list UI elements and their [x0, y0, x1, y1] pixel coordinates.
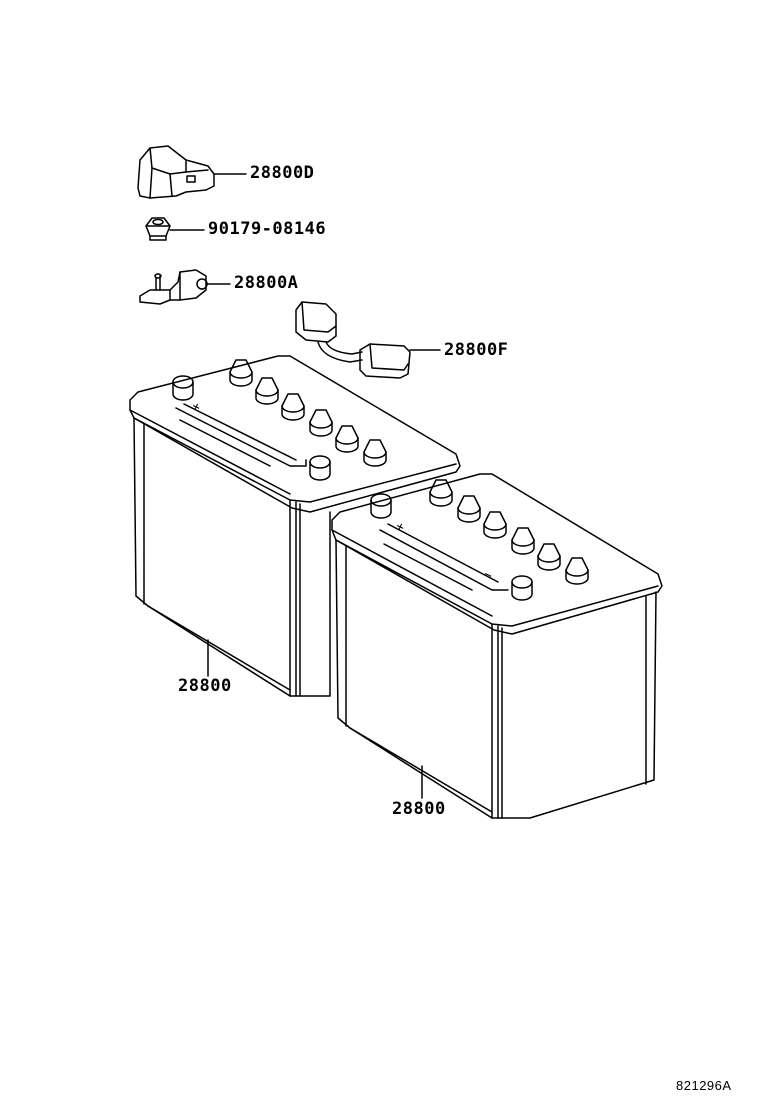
nut-part: [145, 217, 205, 241]
part-number-battery-right: 28800: [392, 799, 446, 819]
battery-left-part: [129, 355, 461, 697]
part-number-terminal-cover: 28800D: [250, 163, 315, 183]
battery-right-part: [331, 473, 663, 819]
part-number-terminal-clamp: 28800A: [234, 273, 299, 293]
part-number-cable: 28800F: [444, 340, 509, 360]
part-number-battery-left: 28800: [178, 676, 232, 696]
cable-part: [295, 301, 441, 379]
terminal-clamp-part: [139, 269, 231, 305]
diagram-id: 821296A: [676, 1078, 732, 1093]
terminal-cover-part: [137, 145, 247, 199]
part-number-nut: 90179-08146: [208, 219, 327, 239]
